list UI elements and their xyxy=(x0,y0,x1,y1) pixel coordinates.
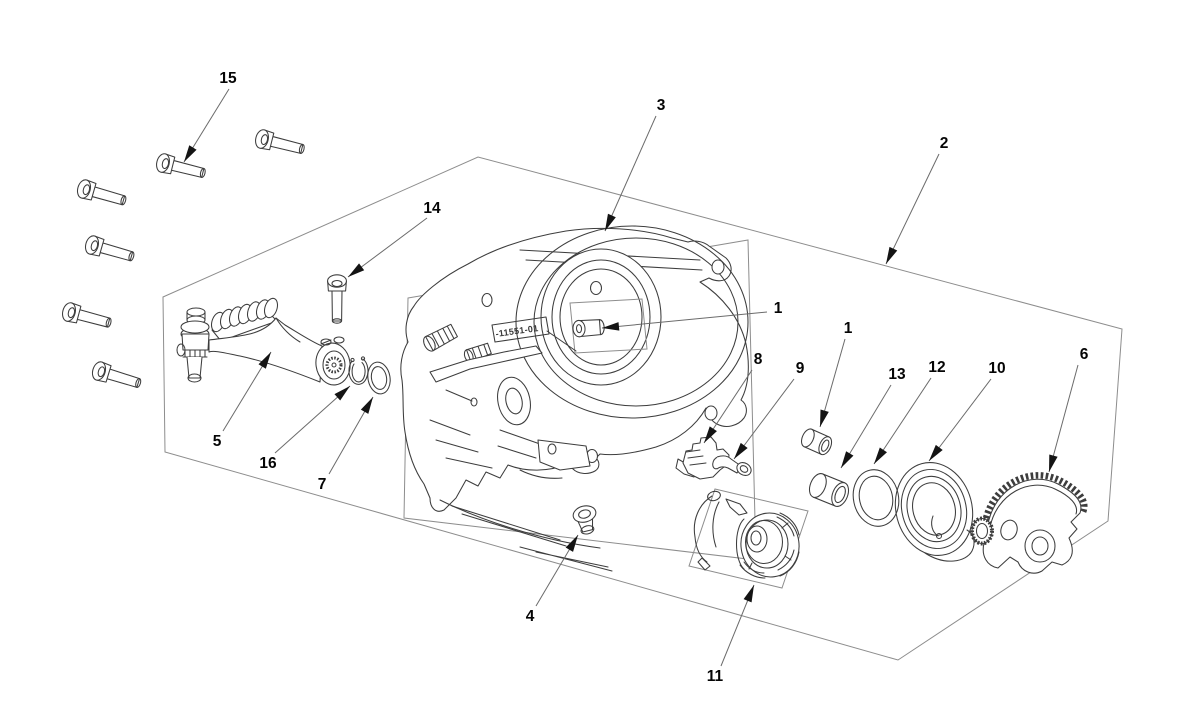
leader-1a xyxy=(601,311,768,331)
callout-label-11: 11 xyxy=(707,668,724,685)
leader-4 xyxy=(535,534,579,607)
leader-15 xyxy=(183,88,230,163)
crankcase-cover-drawing: -11551-01 xyxy=(400,225,749,572)
callout-label-3: 3 xyxy=(657,97,666,114)
cap-bolt-icon xyxy=(156,153,206,178)
callout-label-9: 9 xyxy=(796,360,805,377)
callout-label-1b: 1 xyxy=(844,320,853,337)
leader-2 xyxy=(885,153,940,265)
pin-bushing-drawing xyxy=(801,428,833,456)
callout-label-5: 5 xyxy=(213,433,222,450)
leader-9 xyxy=(733,378,795,460)
leader-10 xyxy=(928,378,992,462)
callout-label-15: 15 xyxy=(219,70,237,87)
callout-label-2: 2 xyxy=(940,135,949,152)
leader-6 xyxy=(1048,364,1079,473)
callout-label-1: 1 xyxy=(774,300,783,317)
callout-label-14: 14 xyxy=(423,200,441,217)
leader-1b xyxy=(819,338,846,428)
washer-drawing xyxy=(367,361,391,395)
leader-12 xyxy=(873,377,932,465)
outer-boundary-box xyxy=(162,156,1123,661)
kick-shaft-end xyxy=(572,319,605,338)
kick-shaft-highlight xyxy=(569,298,648,354)
plug-bolt-drawing xyxy=(572,505,597,535)
cap-bolt-14-icon xyxy=(327,274,347,324)
cap-bolt-icon xyxy=(76,179,127,206)
cap-bolt-icon xyxy=(91,361,142,388)
circlip-drawing xyxy=(348,356,369,385)
breather-elbow-drawing xyxy=(712,455,752,476)
callout-label-8: 8 xyxy=(754,351,763,368)
sector-gear-pinion xyxy=(970,516,994,546)
cap-bolt-icon xyxy=(84,235,135,262)
clutch-region-box xyxy=(688,488,809,589)
kickstart-lever-drawing xyxy=(176,297,351,386)
callout-label-13: 13 xyxy=(888,366,906,383)
callout-label-7: 7 xyxy=(318,476,327,493)
return-spring-drawing xyxy=(894,462,975,562)
cap-bolt-group xyxy=(62,129,347,388)
leader-7 xyxy=(328,396,374,475)
sector-gear-drawing xyxy=(970,472,1088,574)
callout-label-10: 10 xyxy=(988,360,1005,377)
spacer-bushing-drawing xyxy=(808,473,850,507)
leader-3 xyxy=(604,115,657,232)
leader-11 xyxy=(720,584,755,667)
cap-bolt-icon xyxy=(255,129,305,154)
cap-bolt-icon xyxy=(62,302,112,328)
leader-8 xyxy=(703,369,753,444)
callout-label-4: 4 xyxy=(526,608,535,625)
leader-5 xyxy=(222,351,272,432)
leader-16 xyxy=(274,385,351,454)
callout-label-16: 16 xyxy=(259,455,277,472)
leader-13 xyxy=(840,384,892,469)
one-way-clutch-drawing xyxy=(693,490,800,579)
leader-14 xyxy=(347,217,428,278)
callout-label-12: 12 xyxy=(928,359,945,376)
cover-left-housing-detail xyxy=(423,323,613,572)
leader-lines xyxy=(183,88,1079,667)
seal-ring-drawing xyxy=(852,469,900,527)
callout-label-6: 6 xyxy=(1080,346,1089,363)
callout-labels: 15 14 3 2 1 1 8 9 13 12 10 6 5 16 7 4 11 xyxy=(213,70,1089,685)
